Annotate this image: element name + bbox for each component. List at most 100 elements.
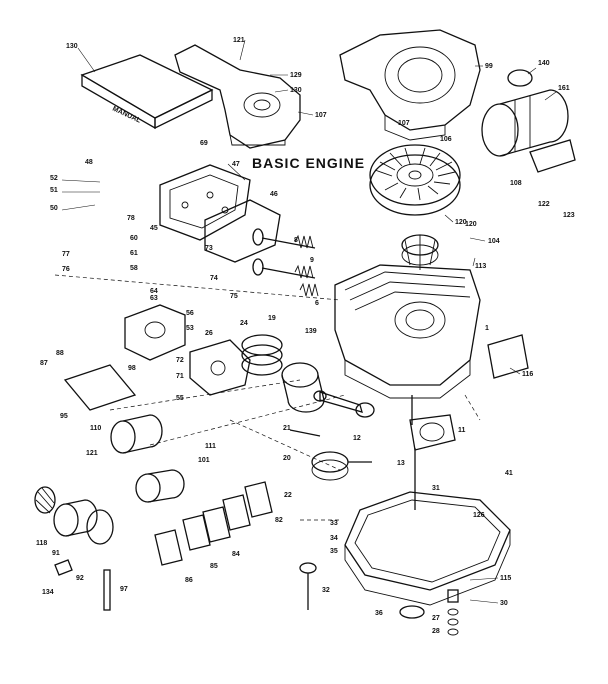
callout: 88 — [56, 350, 64, 357]
callout: 91 — [52, 550, 60, 557]
callout: 106 — [440, 136, 452, 143]
leader-lines — [61, 39, 557, 604]
callout: 69 — [200, 140, 208, 147]
callout: 22 — [284, 492, 292, 499]
callout: 121 — [233, 37, 245, 44]
callout: 95 — [60, 413, 68, 420]
part-oil-pump — [299, 562, 317, 610]
callout: 82 — [275, 517, 283, 524]
part-control-bracket — [174, 44, 301, 149]
callout: 120 — [465, 221, 477, 228]
callout: 107 — [398, 120, 410, 127]
assembly-lines — [54, 274, 481, 521]
part-140 — [507, 69, 533, 87]
callout: 52 — [50, 175, 58, 182]
callout: 110 — [90, 425, 101, 432]
callout: 51 — [50, 187, 58, 194]
part-piston — [281, 362, 325, 413]
callout: 75 — [230, 293, 238, 300]
callout: 92 — [76, 575, 84, 582]
callout: 130 — [66, 43, 78, 50]
part-manual: MANUAL — [80, 54, 214, 130]
callout: 118 — [36, 540, 47, 547]
callout: 71 — [176, 373, 184, 380]
part-bracket-98 — [63, 364, 137, 411]
callout: 86 — [185, 577, 193, 584]
callout: 121 — [86, 450, 98, 457]
callout: 134 — [42, 589, 54, 596]
callout: 129 — [290, 72, 302, 79]
callout: 45 — [150, 225, 158, 232]
part-drain-plug — [447, 589, 459, 636]
callout: 46 — [270, 191, 278, 198]
callout: 130 — [290, 87, 302, 94]
part-116 — [487, 334, 529, 379]
part-breather-cover — [135, 469, 185, 503]
diagram-title: BASIC ENGINE — [252, 155, 365, 171]
callout: 64 — [150, 288, 158, 295]
callout: 101 — [198, 457, 210, 464]
part-dipstick-tube — [103, 569, 111, 611]
callout: 9 — [310, 257, 314, 264]
callout: 47 — [232, 161, 240, 168]
callout: 87 — [40, 360, 48, 367]
callout: 97 — [120, 586, 128, 593]
part-valves — [252, 228, 319, 297]
part-fan-small — [401, 234, 439, 270]
part-filter-91 — [53, 499, 98, 537]
part-cover-92 — [86, 509, 114, 545]
part-piston-rings — [241, 334, 283, 376]
callout: 111 — [205, 443, 216, 450]
callout: 48 — [85, 159, 93, 166]
callout: 13 — [397, 460, 405, 467]
part-head-gasket — [204, 199, 281, 263]
callout: 55 — [176, 395, 184, 402]
callout: 115 — [500, 575, 511, 582]
callout: 56 — [186, 310, 194, 317]
callout: 30 — [500, 600, 508, 607]
callout: 139 — [305, 328, 317, 335]
callout: 24 — [240, 320, 248, 327]
callout: 85 — [210, 563, 218, 570]
callout: 74 — [210, 275, 218, 282]
part-blower-housing — [339, 29, 481, 141]
callout: 8 — [294, 237, 298, 244]
part-air-filter — [110, 414, 163, 454]
callout: 116 — [522, 371, 533, 378]
callout: 98 — [128, 365, 136, 372]
part-muffler — [481, 89, 576, 173]
callout: 6 — [315, 300, 319, 307]
part-connecting-rod — [313, 390, 375, 418]
callout: 32 — [322, 587, 330, 594]
callout: 161 — [558, 85, 570, 92]
callout: 113 — [475, 263, 486, 270]
callout: 35 — [330, 548, 338, 555]
callout: 1 — [485, 325, 489, 332]
callout: 108 — [510, 180, 522, 187]
callout: 84 — [232, 551, 240, 558]
part-sump — [344, 491, 511, 606]
callout: 27 — [432, 615, 440, 622]
callout: 36 — [375, 610, 383, 617]
callout: 61 — [130, 250, 138, 257]
callout: 140 — [538, 60, 550, 67]
callout: 20 — [283, 455, 291, 462]
callout: 107 — [315, 112, 327, 119]
callout: 76 — [62, 266, 70, 273]
callout: 63 — [150, 295, 158, 302]
callout: 28 — [432, 628, 440, 635]
callout: 104 — [488, 238, 500, 245]
part-flywheel — [369, 144, 461, 216]
callout: 31 — [432, 485, 440, 492]
callout: 72 — [176, 357, 184, 364]
part-134 — [54, 559, 73, 576]
callout: 120 — [455, 219, 467, 226]
part-tappet — [289, 429, 321, 437]
callout: 26 — [205, 330, 213, 337]
callout: 34 — [330, 535, 338, 542]
callout: 122 — [538, 201, 550, 208]
part-carburetor — [124, 304, 186, 361]
callout: 33 — [330, 520, 338, 527]
part-seal — [399, 605, 425, 619]
